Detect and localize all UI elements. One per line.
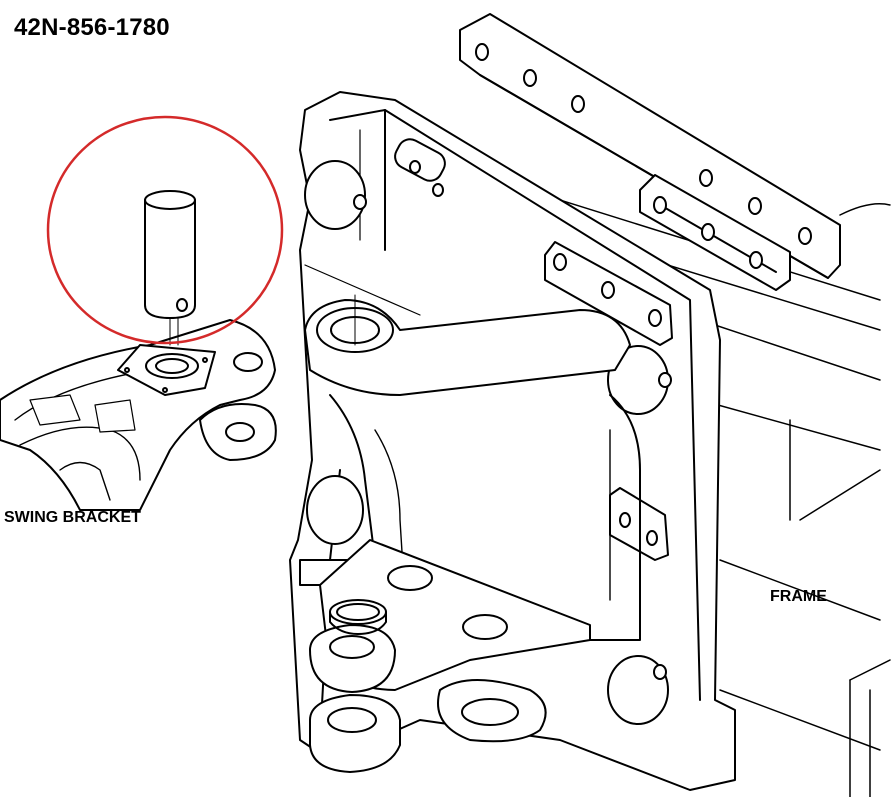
frame-label: FRAME: [770, 588, 827, 605]
swing-bracket-assembly: [0, 319, 277, 511]
short-link-plate: [639, 174, 791, 291]
frame-corner-bosses: [304, 160, 672, 725]
part-number-title: 42N-856-1780: [14, 14, 170, 41]
swing-bracket-label: SWING BRACKET: [4, 509, 141, 526]
pin-leader-line: [304, 264, 421, 316]
highlight-circle: [46, 115, 284, 345]
pin: [144, 190, 196, 346]
lower-bracket: [309, 539, 591, 773]
bushing-ring: [329, 599, 387, 635]
